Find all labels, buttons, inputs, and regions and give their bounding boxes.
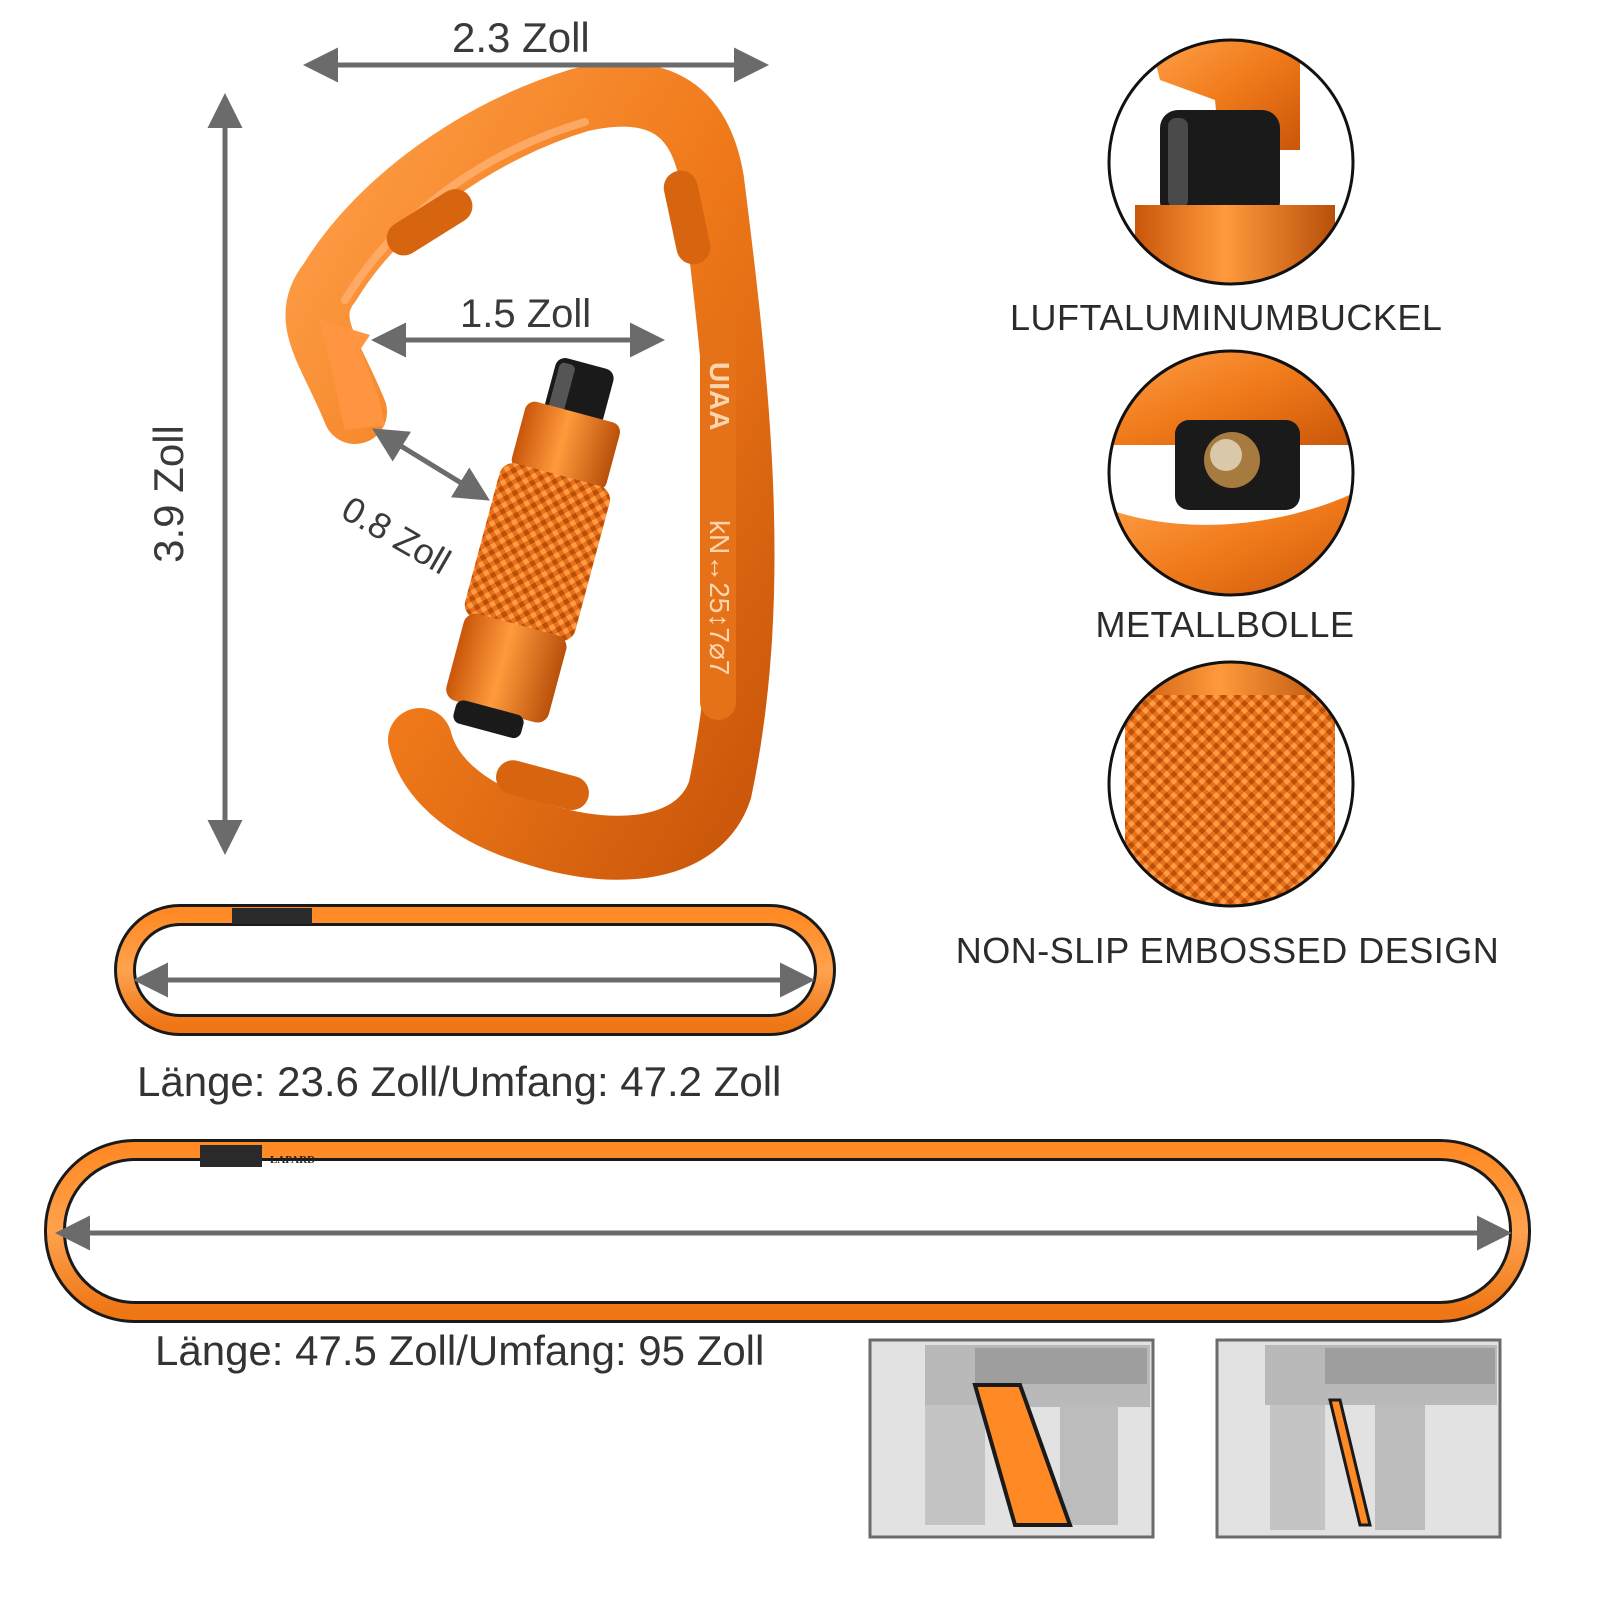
carabiner-body xyxy=(285,62,775,880)
gate-gap-arrow xyxy=(372,428,490,501)
caliper-photo-width xyxy=(868,1338,1155,1539)
dimension-arrows xyxy=(207,47,769,855)
carabiner-slot xyxy=(663,170,711,265)
detail-circle-knurl xyxy=(1109,662,1353,906)
detail-circle-border xyxy=(1107,660,1355,908)
height-dimension-label: 3.9 Zoll xyxy=(144,425,192,563)
detail-circle-border xyxy=(1107,38,1355,286)
carabiner-gate xyxy=(446,358,621,739)
carabiner-highlight xyxy=(341,118,589,304)
detail-circle-metal-ball xyxy=(1109,351,1353,595)
sling-bartack xyxy=(232,908,312,924)
feature-label-non-slip: NON-SLIP EMBOSSED DESIGN xyxy=(955,930,1500,971)
feature-label-metal-ball: METALLBOLLE xyxy=(1095,604,1355,645)
caliper-photo-thickness xyxy=(1215,1338,1502,1539)
long-sling-length-label: Länge: 47.5 Zoll/Umfang: 95 Zoll xyxy=(155,1327,765,1374)
carabiner-slot xyxy=(700,320,736,720)
detail-circle-border xyxy=(1107,349,1355,597)
sling-bartack xyxy=(200,1145,262,1167)
knurled-sleeve xyxy=(464,463,611,642)
width-dimension-label: 2.3 Zoll xyxy=(452,14,590,61)
carabiner-nose xyxy=(320,320,385,430)
sling-label-tag: LAPARD xyxy=(270,1154,315,1166)
short-sling-length-label: Länge: 23.6 Zoll/Umfang: 47.2 Zoll xyxy=(137,1058,782,1105)
carabiner: UIAA kN↔25↕7⌀7 xyxy=(285,62,775,880)
carabiner-slot xyxy=(496,760,589,811)
long-sling: LAPARD xyxy=(44,1139,1531,1323)
carabiner-brand-marking: UIAA xyxy=(704,362,735,430)
gate-opening-label: 1.5 Zoll xyxy=(460,292,592,336)
detail-circle-gate-top xyxy=(1109,40,1353,284)
short-sling xyxy=(114,904,836,1036)
carabiner-strength-marking: kN↔25↕7⌀7 xyxy=(704,520,735,675)
carabiner-slot xyxy=(386,189,473,256)
feature-label-aluminum: LUFTALUMINUMBUCKEL xyxy=(1010,297,1443,338)
